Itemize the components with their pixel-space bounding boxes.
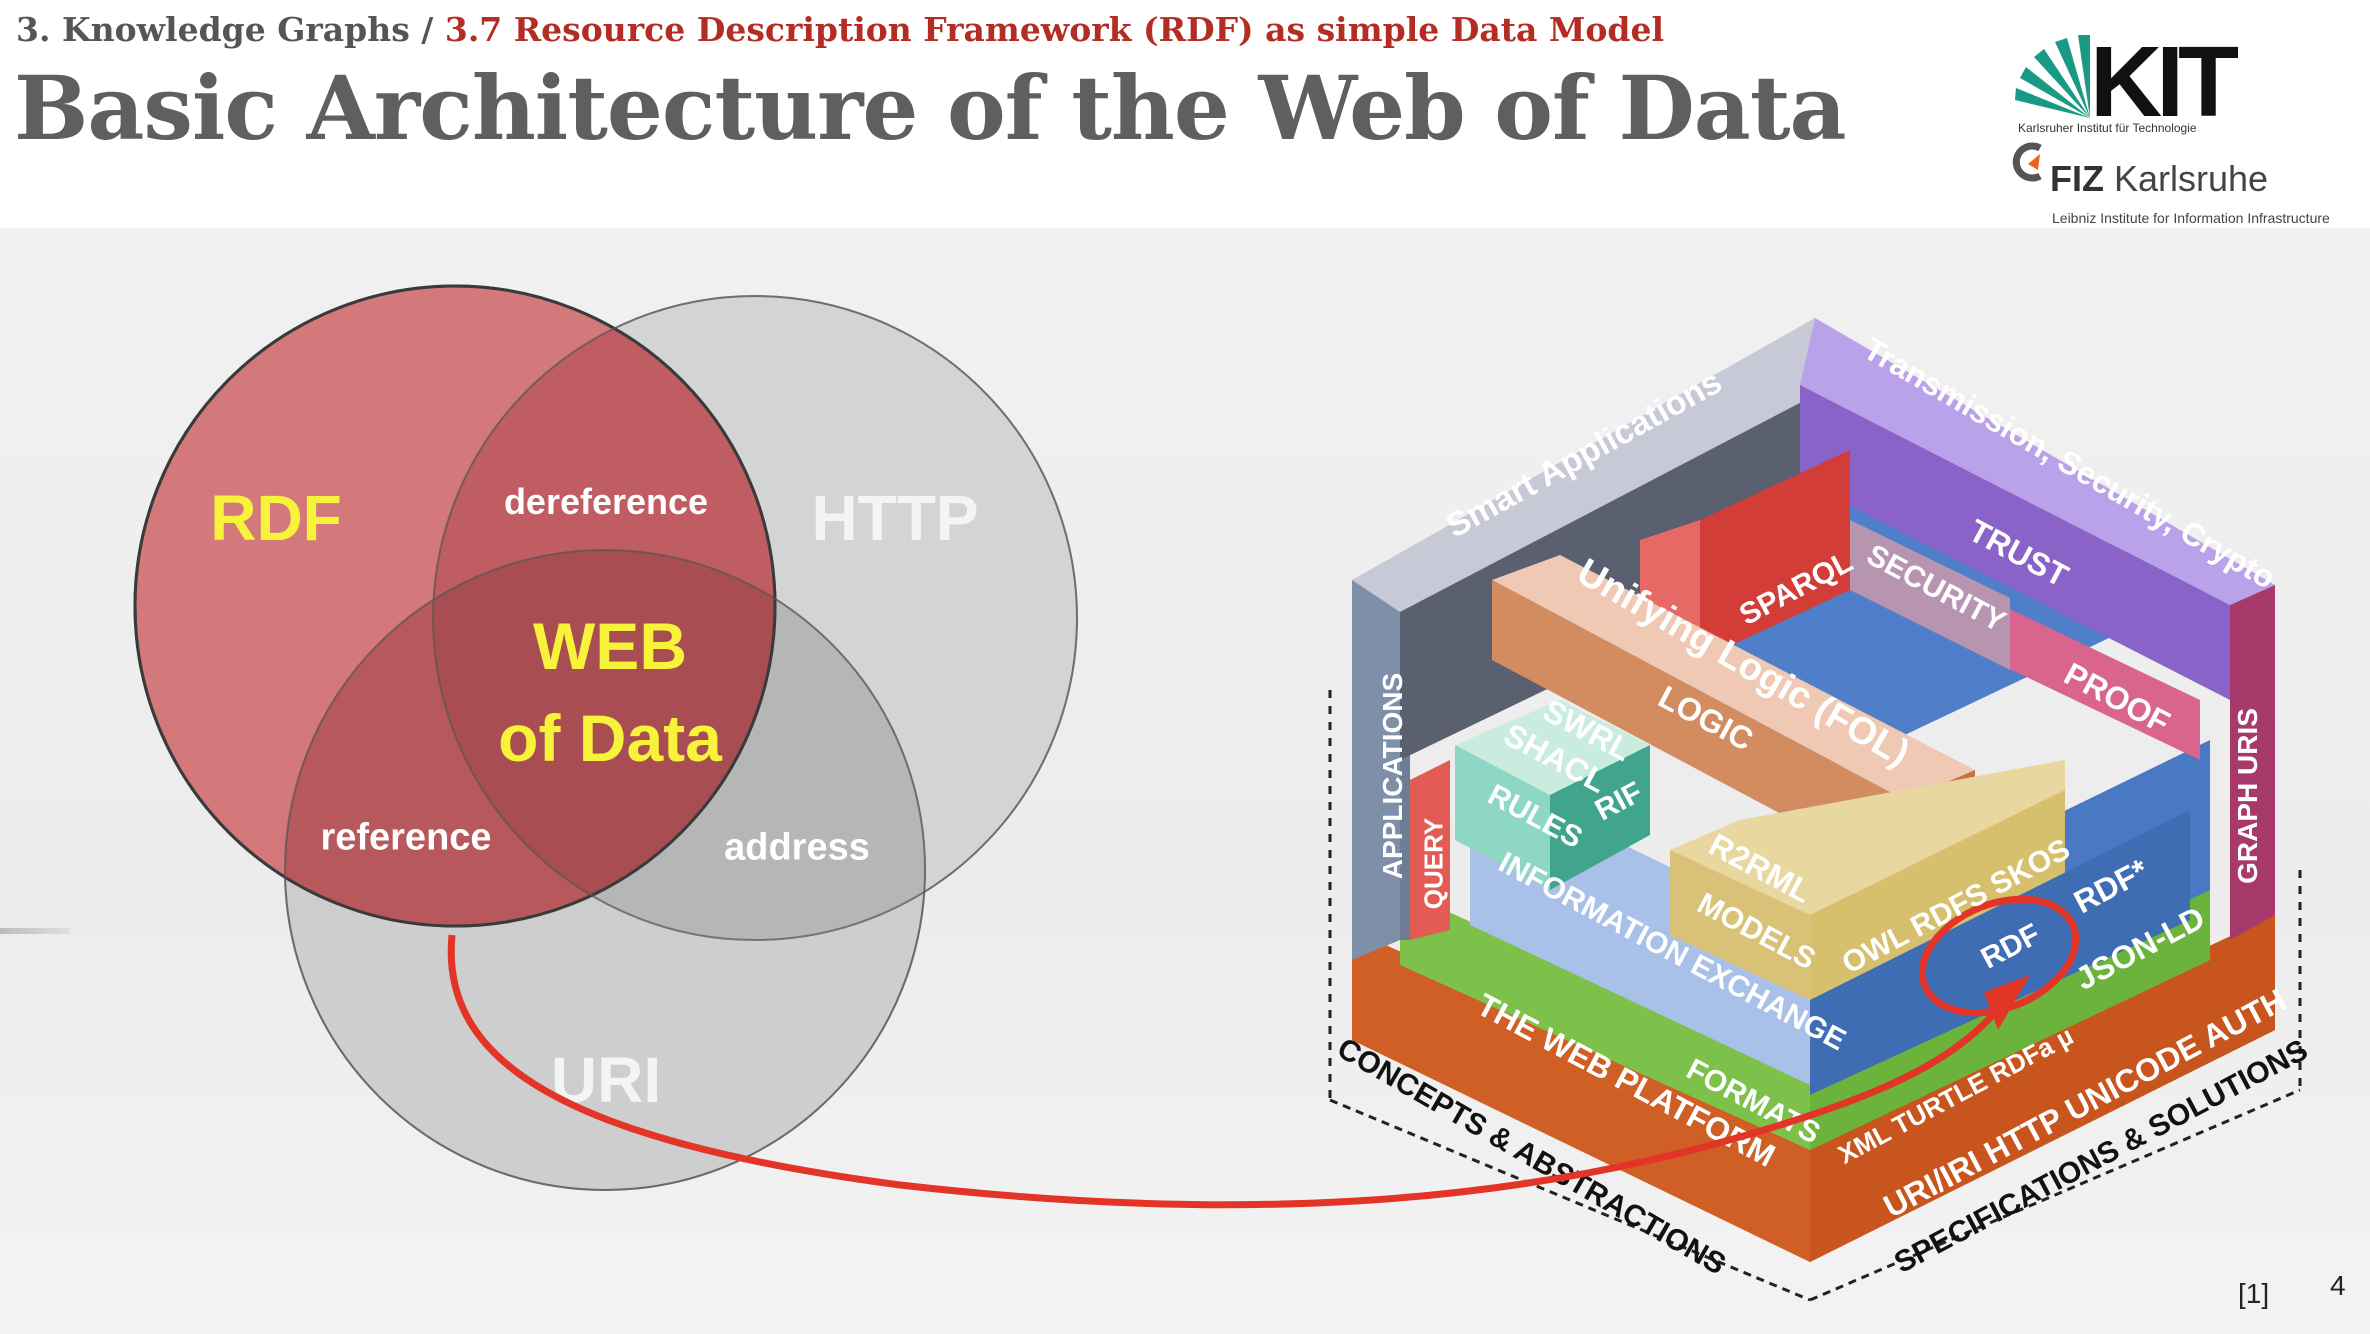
venn-label-http: HTTP (811, 482, 979, 554)
footnote-reference: [1] (2238, 1278, 2270, 1309)
page-number: 4 (2330, 1270, 2346, 1301)
decorative-line (0, 928, 70, 934)
venn-label-dereference: dereference (503, 481, 709, 522)
venn-label-of-data: of Data (498, 701, 722, 775)
fiz-logo-bold: FIZ (2050, 158, 2104, 199)
page-title: Basic Architecture of the Web of Data (14, 56, 1846, 160)
institution-logos: KIT Karlsruher Institut für Technologie … (2010, 20, 2360, 235)
kit-logo-word: KIT (2090, 26, 2239, 138)
kit-logo-subtitle: Karlsruher Institut für Technologie (2018, 121, 2197, 135)
venn-label-address: address (724, 826, 870, 869)
fiz-logo-name: FIZ Karlsruhe (2050, 158, 2268, 200)
fiz-mark-icon (2012, 142, 2042, 182)
fiz-logo-city: Karlsruhe (2114, 158, 2269, 199)
kit-fan-icon (2015, 35, 2090, 118)
breadcrumb-subsection: 3.7 Resource Description Framework (RDF)… (444, 10, 1664, 49)
breadcrumb: 3. Knowledge Graphs / 3.7 Resource Descr… (16, 10, 1664, 49)
label-applications: APPLICATIONS (1377, 672, 1409, 880)
label-graph-uris: GRAPH URIS (2231, 708, 2263, 884)
venn-label-rdf: RDF (210, 482, 342, 554)
venn-label-web: WEB (533, 609, 687, 683)
fiz-logo-subtitle: Leibniz Institute for Information Infras… (2052, 210, 2330, 226)
breadcrumb-separator: / (421, 10, 434, 49)
breadcrumb-section: 3. Knowledge Graphs (16, 10, 410, 49)
label-query: QUERY (1418, 817, 1449, 910)
venn-label-reference: reference (320, 816, 492, 859)
